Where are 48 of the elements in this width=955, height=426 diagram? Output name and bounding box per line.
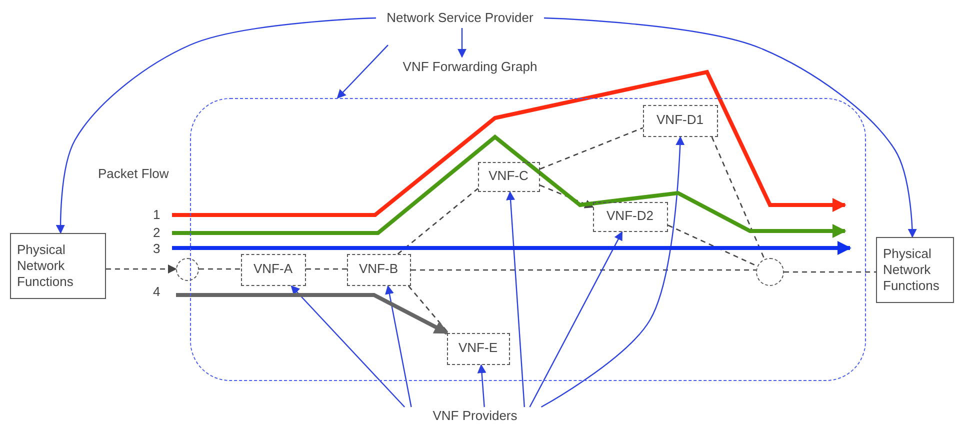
dashed-connector	[540, 127, 644, 170]
dashed-connector	[411, 269, 756, 271]
vnf-box	[478, 162, 540, 192]
dashed-connector	[408, 286, 449, 334]
junction-circle	[176, 258, 199, 281]
dashed-connector	[397, 188, 478, 254]
arrow	[290, 285, 406, 408]
vnf-box	[346, 254, 410, 286]
axis-label: Packet Flow	[98, 166, 169, 181]
vnf-box	[592, 202, 668, 232]
box-label: VNF-E	[458, 340, 498, 357]
arrow	[477, 364, 486, 408]
node-label: Network Service Provider	[386, 10, 534, 26]
function-box	[876, 237, 954, 303]
flow-number: 2	[153, 225, 160, 240]
arrow	[506, 191, 525, 408]
box-label: VNF-D1	[656, 112, 704, 129]
vnf-box	[240, 254, 306, 286]
arrow	[529, 231, 623, 408]
box-label: VNF-B	[359, 261, 398, 278]
junction-circle	[756, 258, 784, 286]
dashed-connector	[784, 271, 876, 273]
arrow	[540, 136, 685, 408]
box-label: Physical Network Functions	[17, 242, 74, 290]
vnf-box	[642, 104, 718, 136]
dashed-connector	[711, 136, 766, 260]
dashed-connector	[199, 268, 241, 270]
dashed-arrow	[540, 184, 594, 208]
box-label: VNF-C	[488, 168, 528, 185]
vnf-box	[446, 332, 510, 364]
box-label: VNF-A	[254, 261, 292, 278]
arrow	[458, 28, 466, 58]
arrow	[544, 17, 917, 238]
flow-arrow	[176, 293, 448, 335]
function-box	[10, 233, 106, 299]
node-label: VNF Providers	[432, 408, 518, 424]
arrow	[336, 44, 388, 99]
arrow	[56, 17, 376, 234]
dashed-arrow	[106, 264, 177, 274]
graph-boundary	[190, 98, 866, 381]
flow-number: 4	[153, 284, 160, 299]
box-label: Physical Network Functions	[883, 246, 940, 294]
dashed-connector	[306, 268, 347, 270]
flow-number: 1	[153, 207, 160, 222]
node-label: VNF Forwarding Graph	[402, 58, 538, 76]
box-label: VNF-D2	[606, 208, 654, 225]
arrow	[385, 285, 412, 408]
flow-number: 3	[153, 241, 160, 256]
